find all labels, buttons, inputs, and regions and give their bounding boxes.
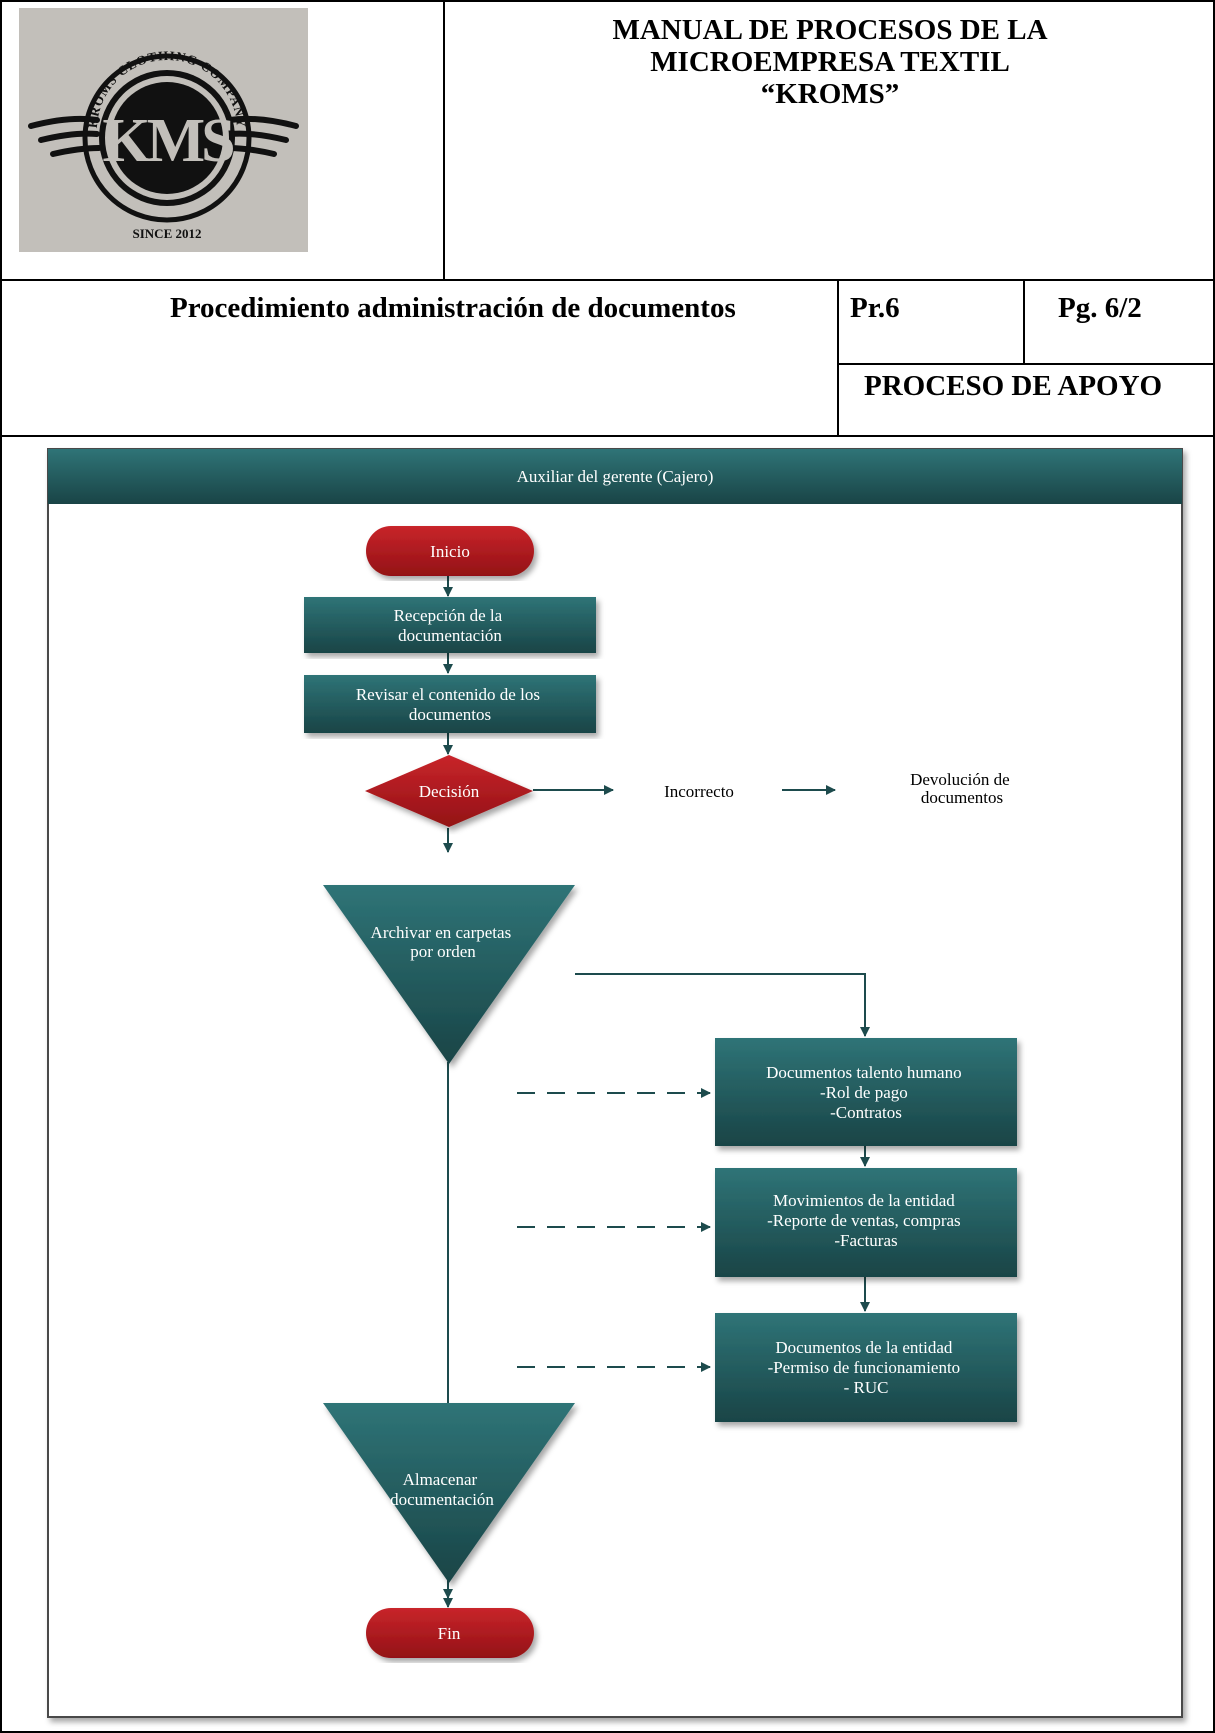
connector-archive-docs <box>575 973 870 1037</box>
step-review: Revisar el contenido de los documentos <box>304 675 596 733</box>
swimlane-header <box>48 449 1182 504</box>
incorrect-label: Incorrecto <box>664 782 734 801</box>
svg-text:Movimientos de la entidad: Movimientos de la entidad -Reporte de ve… <box>767 1191 965 1250</box>
step-reception: Recepción de la documentación <box>304 597 596 653</box>
box2-line-3: -Facturas <box>834 1231 897 1250</box>
doc-box-movements: Movimientos de la entidad -Reporte de ve… <box>715 1168 1017 1277</box>
procedure-title: Procedimiento administración de document… <box>170 292 736 324</box>
manual-title-line-2: MICROEMPRESA TEXTIL <box>650 46 1010 78</box>
step2-line-1: Revisar el contenido de los <box>356 685 540 704</box>
procedure-code: Pr.6 <box>850 292 900 324</box>
end-terminal: Fin <box>366 1608 534 1658</box>
return-line-1: Devolución de <box>910 770 1010 789</box>
company-logo: KROMS CLOTHING COMPANY KMS SINCE 2012 <box>19 8 308 252</box>
process-type: PROCESO DE APOYO <box>864 370 1163 402</box>
manual-title-line-1: MANUAL DE PROCESOS DE LA <box>612 14 1048 46</box>
svg-text:Recepción de la document: Recepción de la documentación <box>394 606 507 645</box>
doc-box-entity: Documentos de la entidad -Permiso de fun… <box>715 1313 1017 1422</box>
box2-line-2: -Reporte de ventas, compras <box>767 1211 961 1230</box>
decision-label: Decisión <box>419 782 480 801</box>
box1-line-3: -Contratos <box>830 1103 902 1122</box>
swimlane-title: Auxiliar del gerente (Cajero) <box>517 467 714 486</box>
svg-text:Revisar el contenido de los: Revisar el contenido de los documentos <box>356 685 544 724</box>
return-documents-label: Devolución de documentos <box>910 770 1014 807</box>
start-terminal: Inicio <box>366 526 534 576</box>
logo-monogram: KMS <box>102 107 233 175</box>
end-label: Fin <box>438 1624 461 1643</box>
logo-ring-bottom-text: SINCE 2012 <box>133 226 202 241</box>
store-line-1: Almacenar <box>403 1470 478 1489</box>
box3-line-3: - RUC <box>844 1378 889 1397</box>
svg-text:Documentos talento humano: Documentos talento humano -Rol de pago -… <box>766 1063 966 1122</box>
manual-title: MANUAL DE PROCESOS DE LA MICROEMPRESA TE… <box>445 14 1215 110</box>
page-number: Pg. 6/2 <box>1058 292 1142 324</box>
box1-line-1: Documentos talento humano <box>766 1063 961 1082</box>
box3-line-1: Documentos de la entidad <box>775 1338 953 1357</box>
archive-line-2: por orden <box>410 942 476 961</box>
svg-text:Documentos de la entidad: Documentos de la entidad -Permiso de fun… <box>768 1338 965 1397</box>
store-line-2: documentación <box>390 1490 494 1509</box>
archive-triangle: Archivar en carpetas por orden <box>323 885 575 1064</box>
box3-line-2: -Permiso de funcionamiento <box>768 1358 961 1377</box>
return-line-2: documentos <box>921 788 1003 807</box>
step2-line-2: documentos <box>409 705 491 724</box>
start-label: Inicio <box>430 542 470 561</box>
step1-line-1: Recepción de la <box>394 606 503 625</box>
decision-diamond: Decisión <box>365 755 533 827</box>
svg-text:Archivar en carpetas por: Archivar en carpetas por orden <box>371 923 516 961</box>
box1-line-2: -Rol de pago <box>820 1083 908 1102</box>
archive-line-1: Archivar en carpetas <box>371 923 512 942</box>
box2-line-1: Movimientos de la entidad <box>773 1191 955 1210</box>
store-triangle: Almacenar documentación <box>323 1403 575 1583</box>
manual-title-line-3: “KROMS” <box>760 78 900 110</box>
doc-box-talent: Documentos talento humano -Rol de pago -… <box>715 1038 1017 1146</box>
svg-text:Almacenar documentación: Almacenar documentación <box>390 1470 494 1509</box>
step1-line-2: documentación <box>398 626 502 645</box>
